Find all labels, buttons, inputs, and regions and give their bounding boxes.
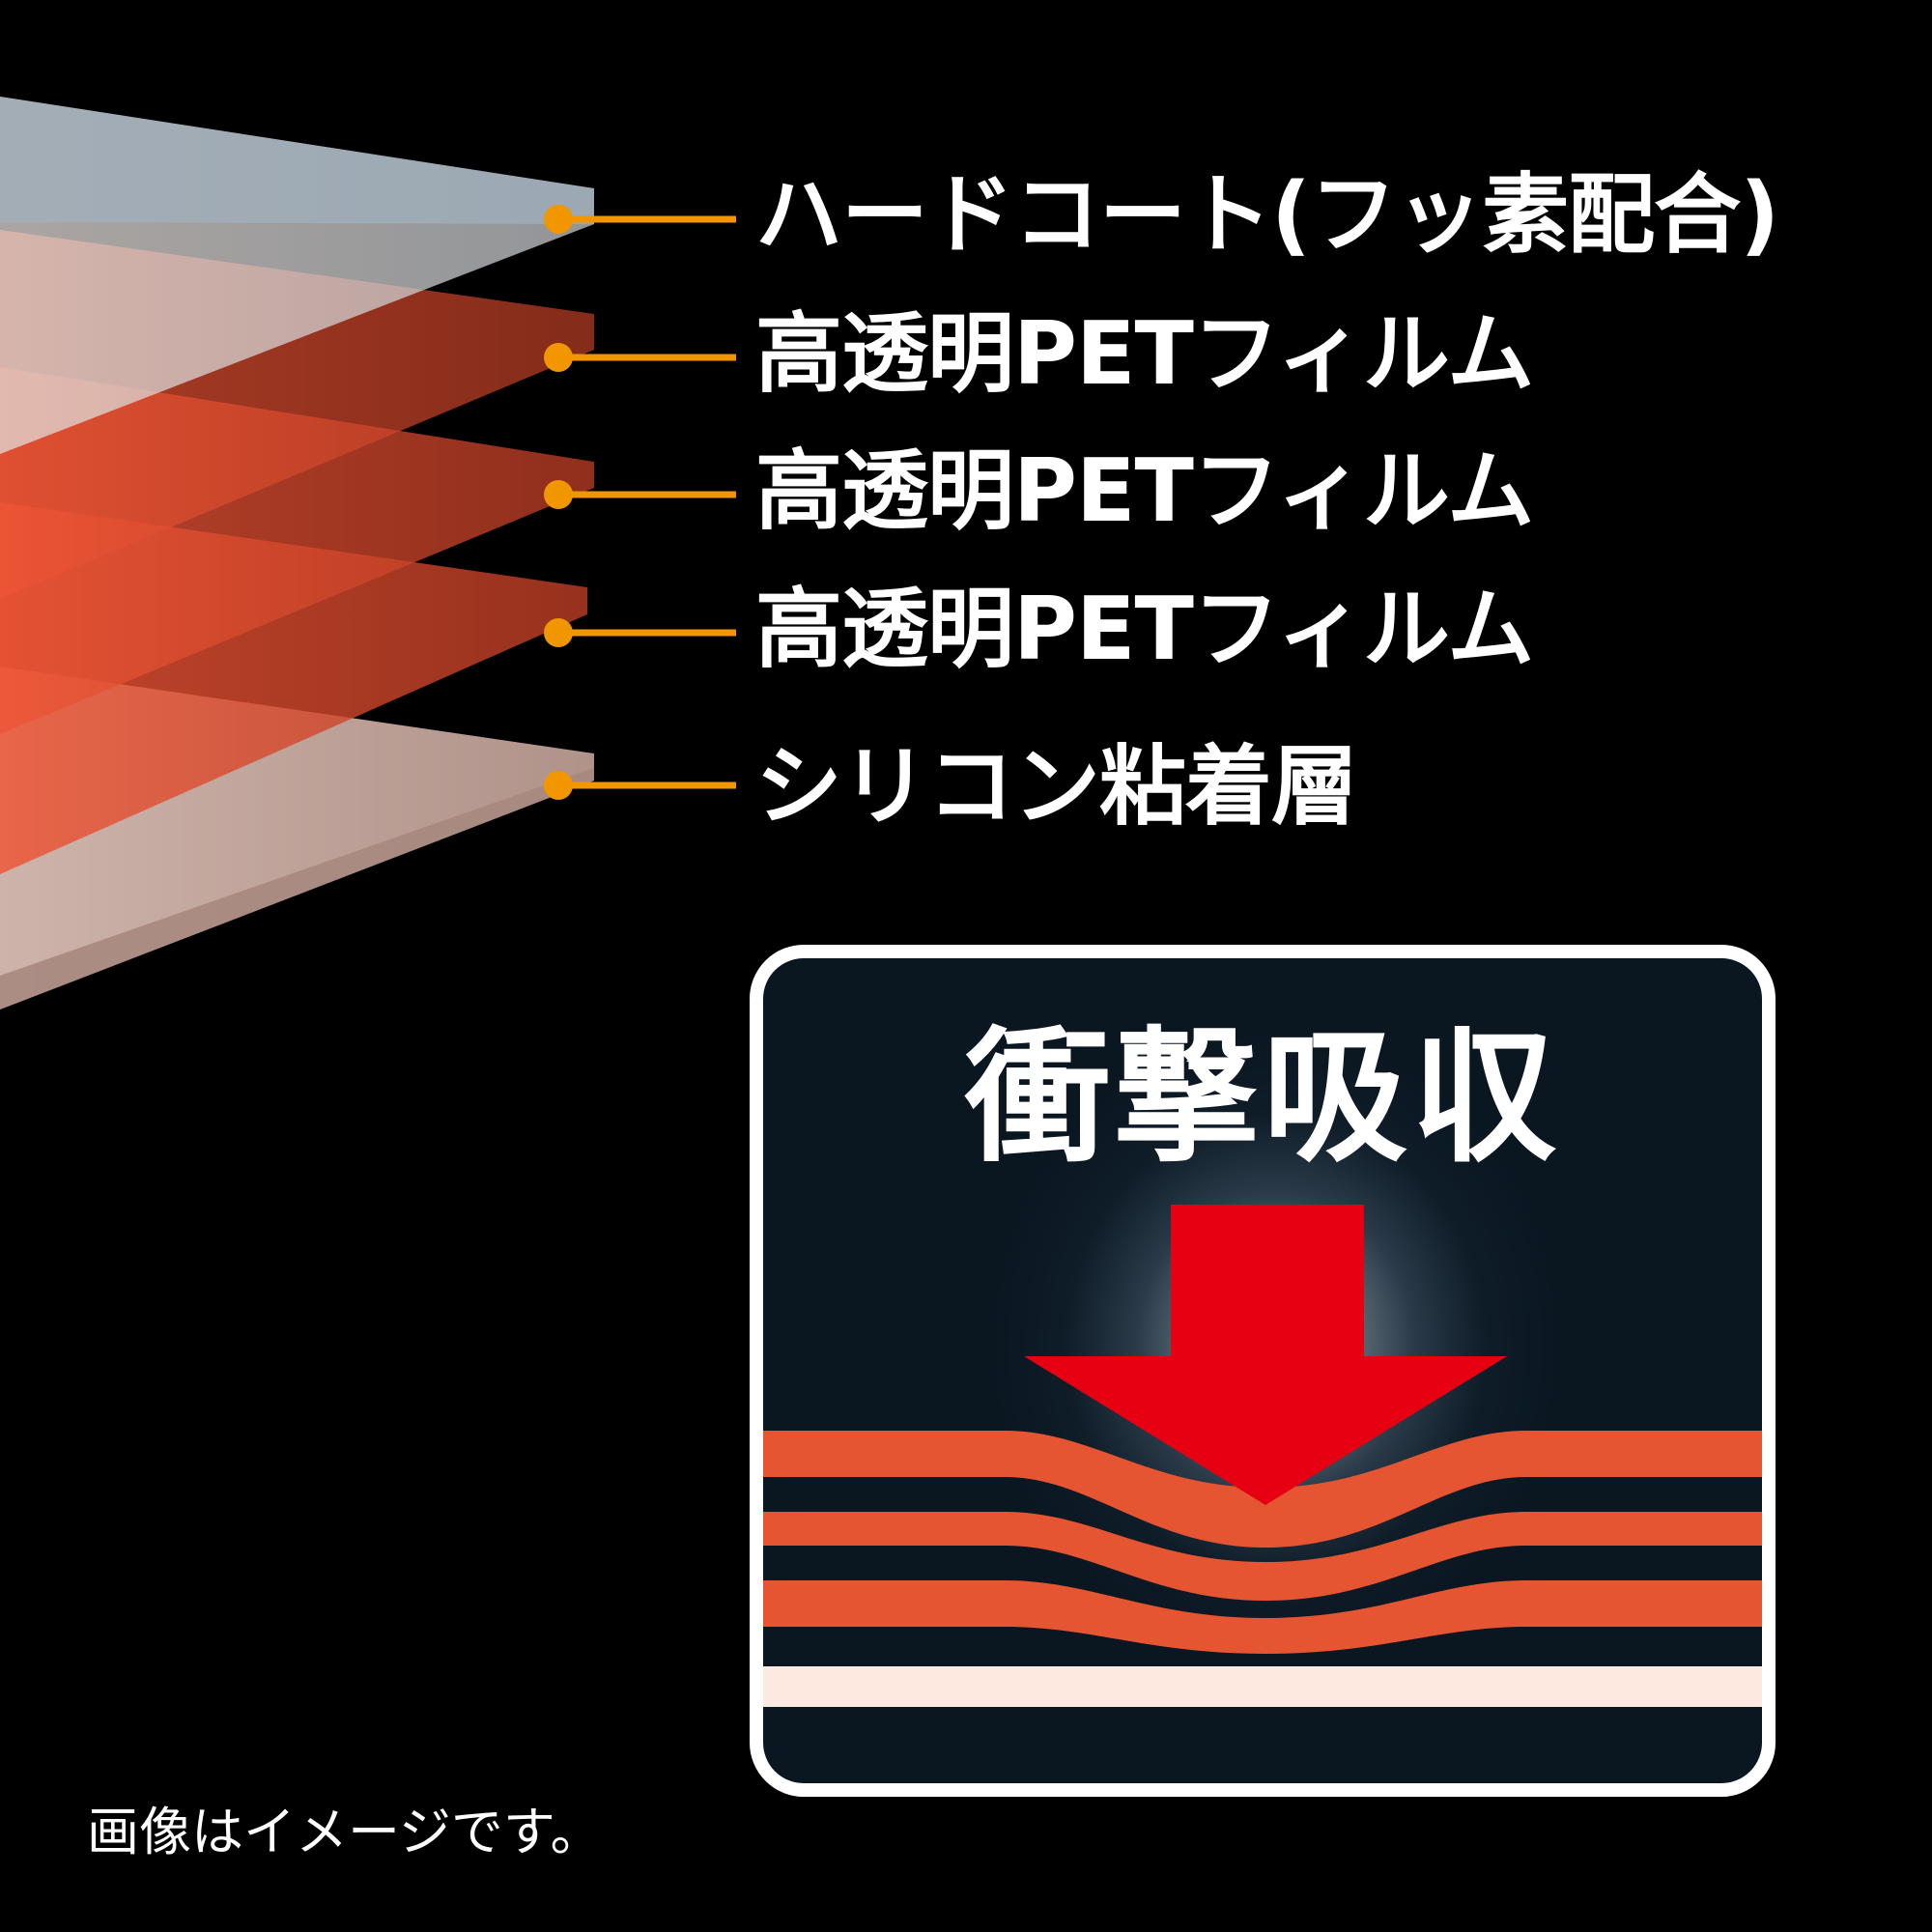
leader-dot-2	[544, 480, 573, 509]
layer-label-pet-1: 高透明PETフィルム	[755, 303, 1534, 405]
layer-label-silicone: シリコン粘着層	[755, 736, 1358, 838]
layer-label-pet-3: 高透明PETフィルム	[755, 579, 1534, 680]
impact-band-3	[763, 1580, 1762, 1654]
impact-base-layer	[763, 1666, 1762, 1707]
leader-dot-0	[544, 205, 573, 234]
impact-arrow	[1024, 1205, 1507, 1505]
layer-sheet-hardcoat-tint	[0, 97, 594, 224]
impact-absorption-panel: 衝撃吸収	[750, 945, 1776, 1797]
leader-dot-3	[544, 618, 573, 647]
image-disclaimer: 画像はイメージです。	[87, 1802, 603, 1862]
impact-panel-title: 衝撃吸収	[964, 1014, 1560, 1182]
layer-label-pet-2: 高透明PETフィルム	[755, 440, 1534, 542]
impact-band-2	[763, 1512, 1762, 1601]
impact-illustration	[763, 1205, 1762, 1707]
leader-dot-4	[544, 771, 573, 800]
leader-lines	[544, 205, 736, 800]
layer-label-hardcoat: ハードコート(フッ素配合)	[755, 164, 1779, 266]
leader-dot-1	[544, 343, 573, 372]
layer-sheet-silicone-edge	[0, 768, 594, 1009]
